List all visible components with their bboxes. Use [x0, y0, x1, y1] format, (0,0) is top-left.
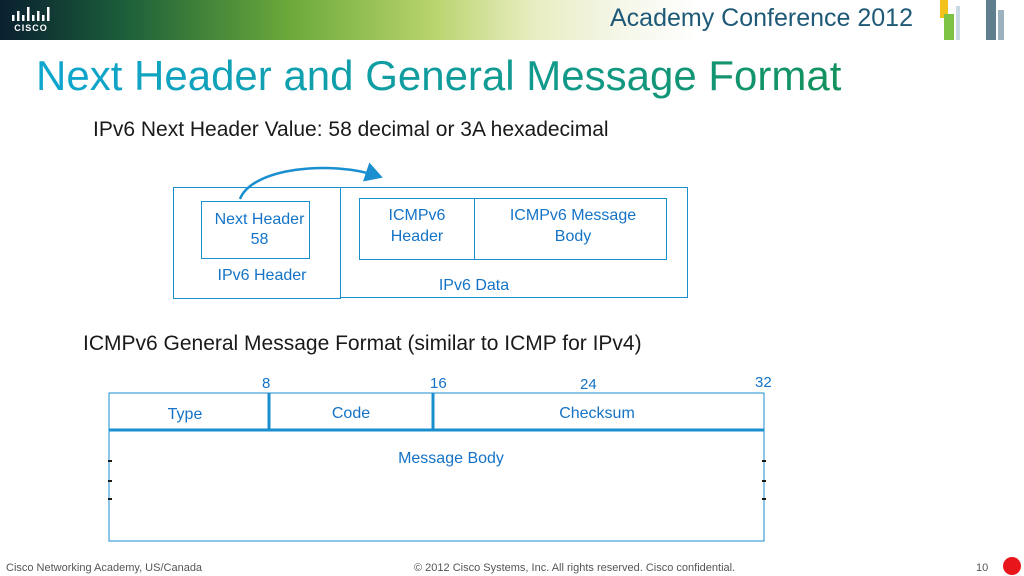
- type-field-label: Type: [167, 406, 203, 423]
- next-header-value-text: IPv6 Next Header Value: 58 decimal or 3A…: [93, 118, 609, 141]
- next-header-label: Next Header 58: [201, 210, 318, 250]
- next-header-field: [201, 201, 310, 259]
- icmpv6-header-label-line1: ICMPv6: [388, 207, 446, 224]
- next-header-label-line2: 58: [250, 231, 269, 248]
- general-message-format-text: ICMPv6 General Message Format (similar t…: [83, 332, 642, 355]
- header-banner: CISCO Academy Conference 2012: [0, 0, 1024, 40]
- bit-label-24: 24: [580, 376, 597, 393]
- ipv6-header-label: IPv6 Header: [217, 267, 307, 284]
- cisco-logo-text: CISCO: [14, 23, 48, 33]
- bit-label-16: 16: [430, 375, 447, 392]
- message-body-label: Message Body: [398, 450, 504, 467]
- icmpv6-message-body-field: [474, 198, 667, 260]
- checksum-field-label: Checksum: [559, 405, 635, 422]
- icmpv6-body-label-line2: Body: [554, 228, 592, 245]
- bit-label-32: 32: [755, 374, 772, 391]
- conference-title: Academy Conference 2012: [610, 4, 913, 32]
- ipv6-data-label: IPv6 Data: [438, 277, 510, 294]
- icmpv6-header-label: ICMPv6 Header: [359, 205, 475, 247]
- cisco-bars-icon: [12, 7, 50, 21]
- cisco-logo: CISCO: [10, 6, 52, 34]
- footer-copyright: © 2012 Cisco Systems, Inc. All rights re…: [414, 562, 736, 574]
- banner-accent-icon: [940, 0, 1004, 40]
- bit-label-8: 8: [262, 375, 271, 392]
- icmpv6-body-label: ICMPv6 Message Body: [474, 205, 672, 247]
- footer-left: Cisco Networking Academy, US/Canada: [6, 562, 203, 574]
- page-number: 10: [976, 562, 989, 574]
- next-header-label-line1: Next Header: [214, 211, 305, 228]
- slide-title: Next Header and General Message Format: [36, 52, 842, 99]
- ipv6-data-box: [340, 187, 688, 298]
- icmpv6-body-label-line1: ICMPv6 Message: [509, 207, 637, 224]
- page-dot-icon: [1003, 557, 1021, 575]
- code-field-label: Code: [331, 405, 371, 422]
- icmpv6-header-label-line2: Header: [390, 228, 444, 245]
